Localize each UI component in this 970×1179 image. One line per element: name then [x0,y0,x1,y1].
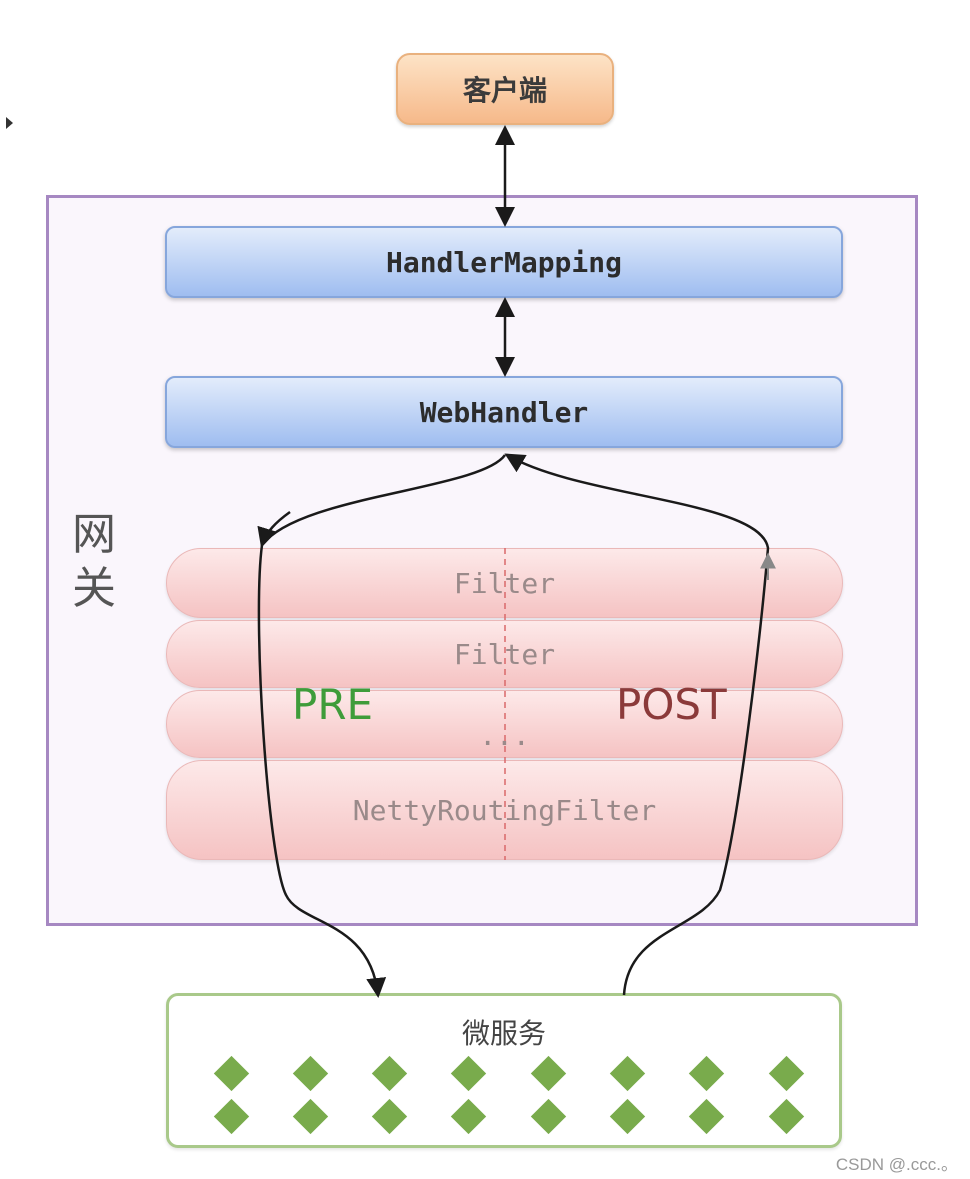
pre-phase-label: PRE [292,680,374,729]
microservice-label: 微服务 [461,1017,546,1050]
web-handler-label: WebHandler [419,395,589,429]
pre-flow-arrow [257,454,507,998]
client-box: 客户端 [396,53,614,125]
filter-row-2-label: Filter [453,637,556,671]
web-handler-box: WebHandler [165,376,843,448]
pre-flow-entry-arrow [257,510,291,548]
gateway-label: 网关 [72,509,116,614]
netty-routing-filter-label: NettyRoutingFilter [352,793,657,827]
client-label: 客户端 [462,74,547,107]
watermark: CSDN @.ccc.。 [835,1155,958,1174]
handler-mapping-label: HandlerMapping [385,245,622,279]
post-flow-arrow [504,453,770,996]
post-phase-label: POST [616,680,727,729]
filter-row-2: Filter [166,620,843,688]
microservice-box [166,993,842,1148]
left-edge-marker [6,117,13,129]
